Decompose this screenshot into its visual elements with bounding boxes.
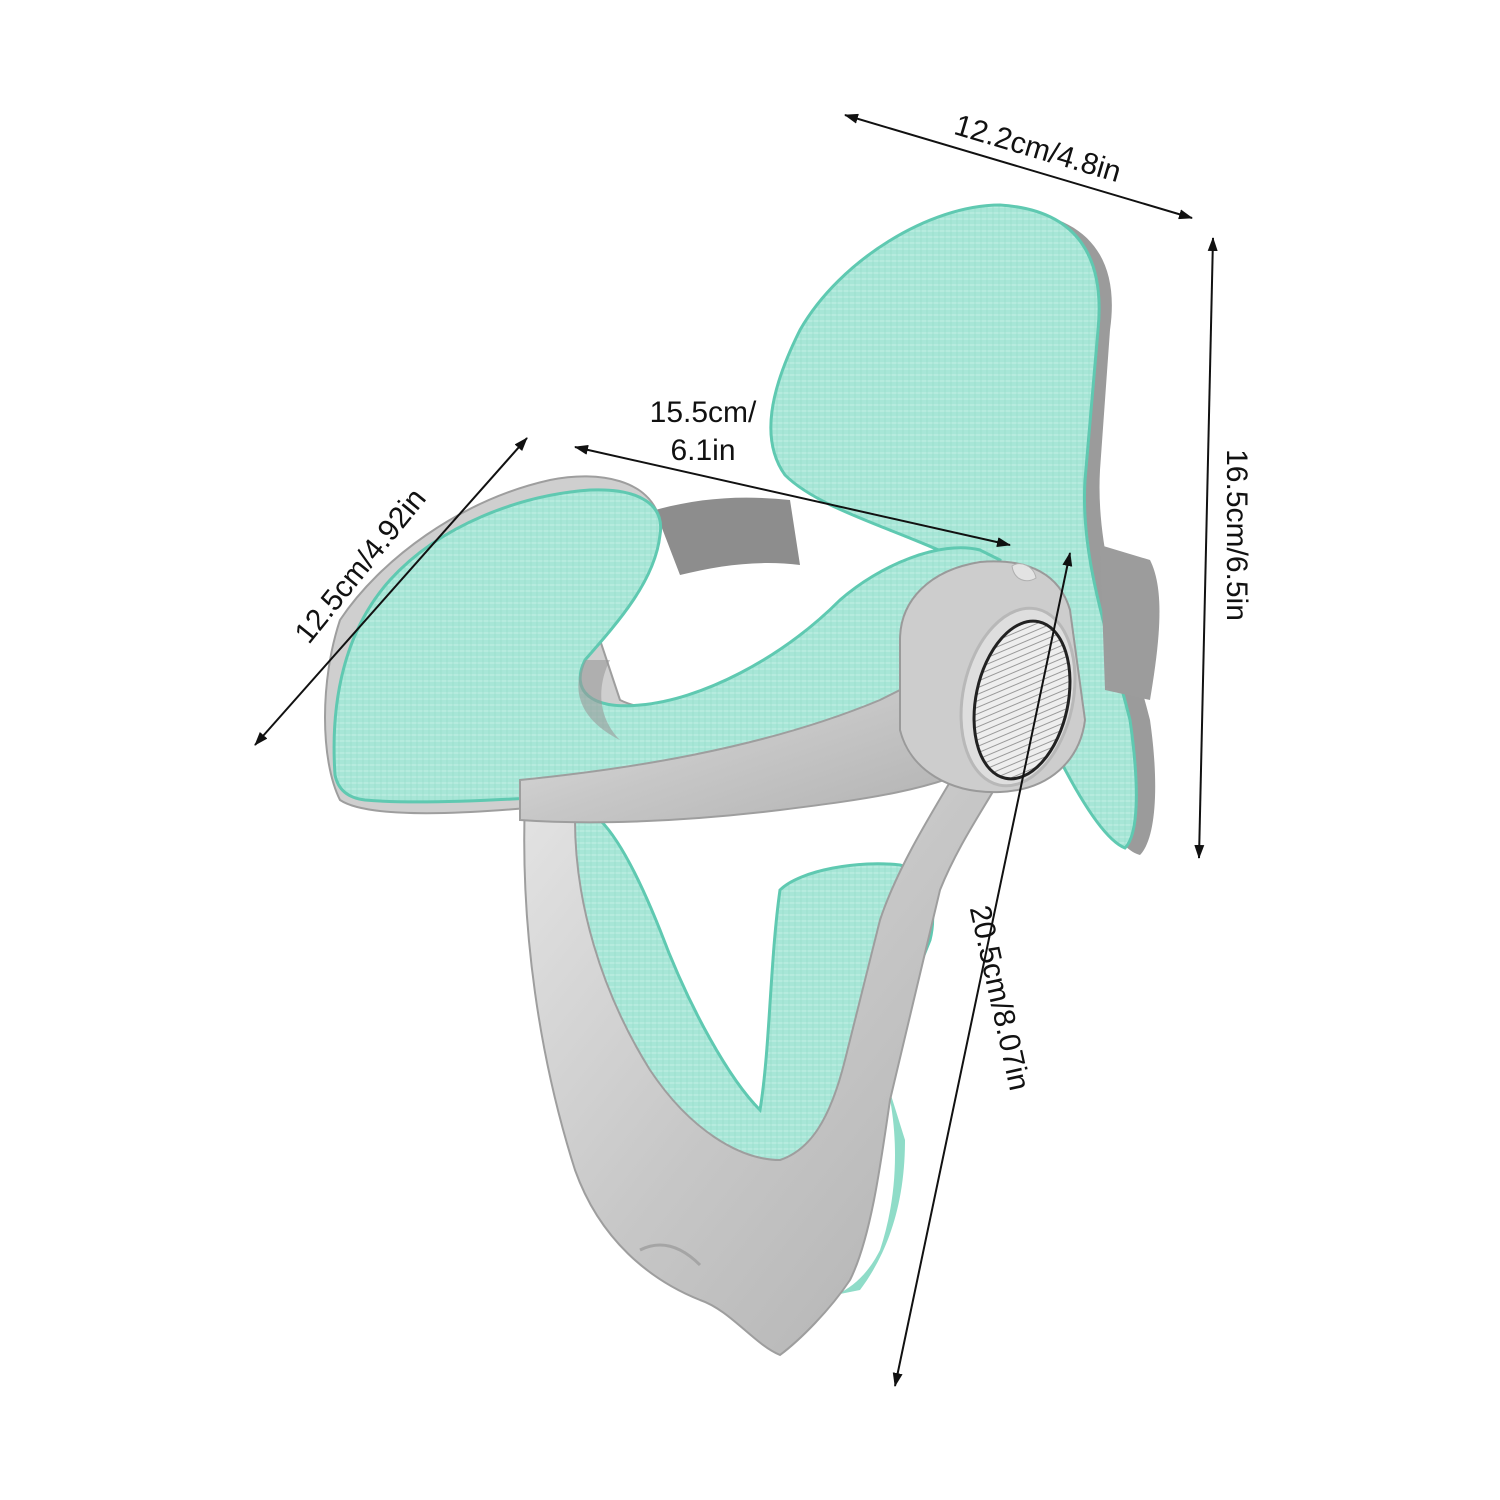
dimension-line-left-chin-width bbox=[254, 437, 528, 746]
dimension-right-height: 16.5cm/6.5in bbox=[1194, 237, 1253, 859]
dimension-label-front-height: 20.5cm/8.07in bbox=[963, 902, 1036, 1093]
dimension-line-right-height bbox=[1194, 237, 1218, 859]
dimension-label-inner-depth-line1: 15.5cm/ bbox=[650, 396, 757, 429]
dimension-label-inner-depth-line2: 6.1in bbox=[670, 434, 735, 467]
neck-brace-illustration bbox=[324, 203, 1160, 1357]
dimension-top-width: 12.2cm/4.8in bbox=[844, 109, 1193, 220]
dimension-line-top-width bbox=[844, 113, 1193, 220]
dimension-inner-depth: 15.5cm/ 6.1in bbox=[574, 396, 1011, 548]
adjustment-dial bbox=[899, 560, 1087, 794]
dimension-line-inner-depth bbox=[574, 444, 1011, 548]
dimension-line-front-height bbox=[892, 552, 1073, 1387]
dimension-label-right-height: 16.5cm/6.5in bbox=[1220, 449, 1253, 621]
dimension-label-top-width: 12.2cm/4.8in bbox=[951, 109, 1125, 189]
